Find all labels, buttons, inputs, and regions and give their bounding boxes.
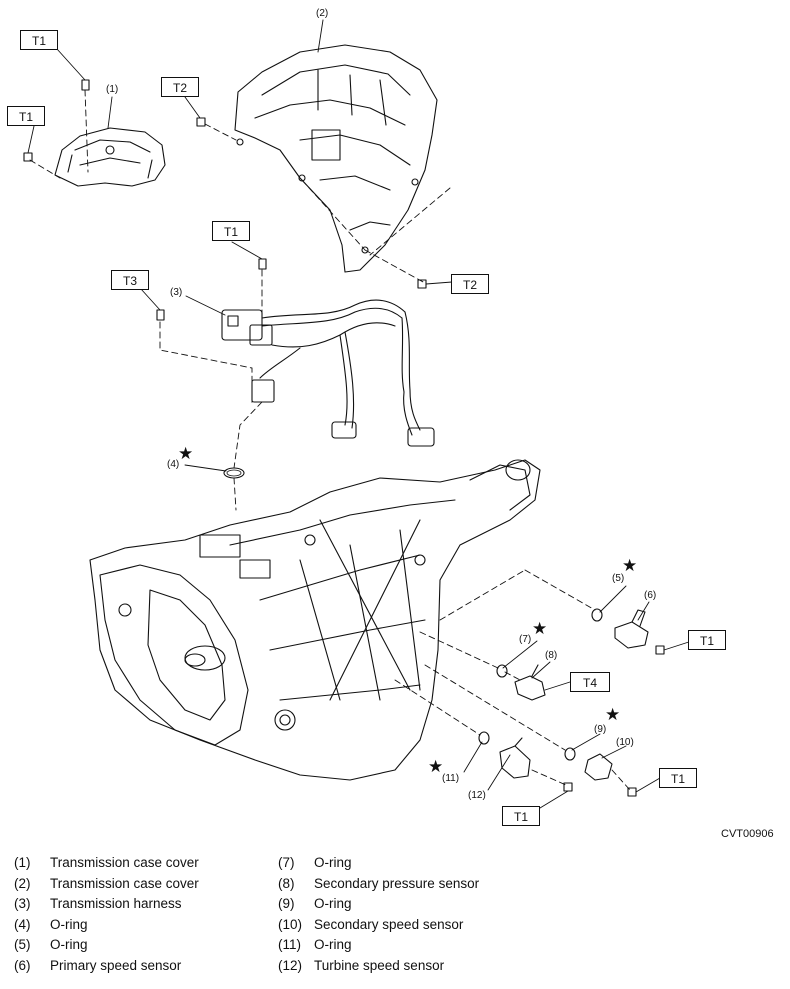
legend-label: Transmission harness (50, 896, 182, 912)
torque-tag-t1: T1 (212, 221, 250, 241)
diagram-drawing (23, 19, 696, 809)
star-symbol-4: ★ (178, 444, 194, 463)
legend-number: (11) (278, 937, 302, 953)
legend-number: (5) (14, 937, 31, 953)
secondary-pressure-sensor (514, 664, 546, 701)
legend-label: O-ring (50, 916, 88, 932)
torque-tag-t4: T4 (570, 672, 610, 692)
callout-8: (8) (545, 650, 558, 661)
callout-5: (5) (612, 573, 625, 584)
turbine-speed-sensor (499, 737, 531, 779)
legend-number: (9) (278, 896, 295, 912)
legend-label: O-ring (314, 896, 352, 912)
secondary-speed-sensor (584, 753, 613, 781)
torque-tag-t2: T2 (161, 77, 199, 97)
callout-10: (10) (616, 737, 634, 748)
legend-number: (7) (278, 855, 295, 870)
legend-label: O-ring (314, 855, 352, 870)
legend-number: (6) (14, 957, 31, 973)
star-symbol-11: ★ (428, 757, 444, 776)
star-symbol-7: ★ (532, 619, 548, 638)
transmission-case-cover-1 (54, 127, 166, 187)
legend-label: Transmission case cover (50, 855, 199, 870)
legend-label: Secondary speed sensor (314, 916, 464, 932)
star-symbol-5: ★ (622, 556, 638, 575)
legend-number: (4) (14, 916, 31, 932)
o-ring-11 (478, 731, 490, 745)
callout-9: (9) (594, 724, 607, 735)
legend-number: (10) (278, 916, 303, 932)
callout-12: (12) (468, 790, 486, 801)
legend-number: (1) (14, 855, 31, 870)
exploded-diagram: T1 T1 T2 T2 T1 T3 T4 T1 T1 T1 (1) (2) (3… (7, 8, 774, 840)
legend-number: (12) (278, 957, 303, 973)
transmission-case-cover-2 (234, 44, 438, 273)
callout-6: (6) (644, 590, 657, 601)
callout-2: (2) (316, 8, 329, 19)
torque-tag-t1: T1 (20, 30, 58, 50)
callout-7: (7) (519, 634, 532, 645)
parts-legend: (1) Transmission case cover (2) Transmissi… (0, 855, 790, 989)
primary-speed-sensor (614, 609, 649, 649)
torque-tag-t2: T2 (451, 274, 489, 294)
torque-tag-t1: T1 (502, 806, 540, 826)
o-ring-5 (591, 608, 603, 622)
legend-label: Primary speed sensor (50, 957, 182, 973)
transmission-body (89, 459, 541, 781)
legend-label: Secondary pressure sensor (314, 875, 480, 891)
legend-number: (3) (14, 896, 31, 912)
legend-label: O-ring (314, 937, 352, 953)
legend-label: Transmission case cover (50, 875, 199, 891)
callout-4: (4) (167, 459, 180, 470)
legend-number: (8) (278, 875, 295, 891)
star-symbol-9: ★ (605, 705, 621, 724)
o-ring-9 (564, 747, 576, 761)
callout-11: (11) (442, 773, 460, 784)
torque-tag-t1: T1 (688, 630, 726, 650)
transmission-harness (221, 299, 435, 447)
torque-tag-t3: T3 (111, 270, 149, 290)
callout-3: (3) (170, 287, 183, 298)
o-ring-7 (496, 664, 508, 678)
legend-number: (2) (14, 875, 31, 891)
callout-1: (1) (106, 84, 119, 95)
leader-lines (27, 19, 696, 809)
legend-label: O-ring (50, 937, 88, 953)
legend-label: Turbine speed sensor (314, 957, 445, 973)
torque-tag-t1: T1 (659, 768, 697, 788)
torque-tag-t1: T1 (7, 106, 45, 126)
dashed-lines (29, 89, 631, 791)
bolts (23, 79, 665, 797)
figure-reference: CVT00906 (721, 828, 774, 840)
